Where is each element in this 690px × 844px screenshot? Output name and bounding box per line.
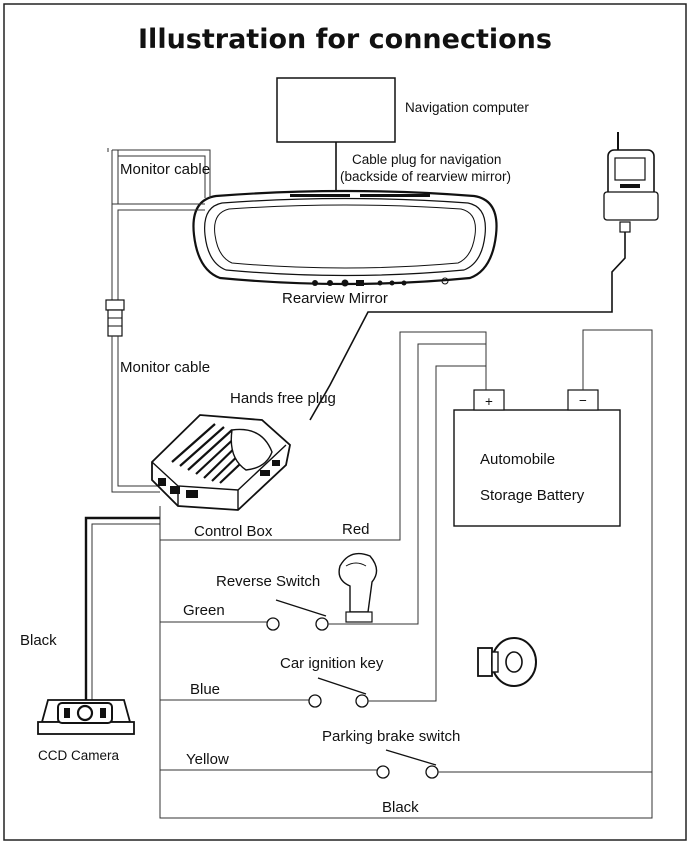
ignition-switch-arm: [317, 677, 367, 695]
black-ground-wire: [159, 329, 653, 819]
navigation-computer-box: [276, 77, 396, 143]
hands-free-cable: [309, 232, 626, 421]
parking-brake-switch-label: Parking brake switch: [322, 728, 460, 745]
monitor-cable: [105, 148, 211, 493]
ignition-contact-2: [355, 694, 369, 708]
camera-cable: [84, 516, 160, 700]
hands-free-plug-label: Hands free plug: [230, 390, 336, 407]
control-box-label: Control Box: [194, 523, 273, 540]
ignition-key-icon: [477, 637, 537, 687]
battery-label-2: Storage Battery: [480, 487, 585, 504]
battery-label-1: Automobile: [480, 451, 555, 468]
diagram-title: Illustration for connections: [138, 24, 552, 55]
battery-minus: −: [579, 393, 587, 408]
battery-plus: +: [485, 394, 493, 409]
black-left-label: Black: [20, 632, 57, 649]
frame-border: [3, 3, 687, 841]
blue-wire-label: Blue: [190, 681, 220, 698]
control-box: [151, 414, 291, 511]
green-wire-label: Green: [183, 602, 225, 619]
cable-plug-label-2: (backside of rearview mirror): [340, 169, 511, 184]
automobile-battery: + −: [453, 389, 621, 527]
red-wire-label: Red: [342, 521, 370, 538]
reverse-switch-contact-1: [266, 617, 280, 631]
monitor-cable-label-mid: Monitor cable: [120, 359, 210, 376]
yellow-wire-label: Yellow: [186, 751, 229, 768]
mobile-phone: [603, 132, 659, 233]
ignition-contact-1: [308, 694, 322, 708]
monitor-cable-label-top: Monitor cable: [120, 161, 210, 178]
black-bottom-label: Black: [382, 799, 419, 816]
rearview-mirror-label: Rearview Mirror: [282, 290, 388, 307]
ccd-camera-label: CCD Camera: [38, 748, 120, 763]
rearview-mirror: [192, 189, 498, 287]
navigation-computer-label: Navigation computer: [405, 100, 529, 115]
gear-shifter-icon: [338, 552, 378, 623]
cable-plug-label-1: Cable plug for navigation: [352, 152, 501, 167]
reverse-switch-arm: [275, 599, 327, 617]
ccd-camera-icon: [37, 699, 135, 735]
reverse-switch-label: Reverse Switch: [216, 573, 320, 590]
parking-brake-contact-1: [376, 765, 390, 779]
parking-brake-arm: [385, 749, 437, 766]
parking-brake-contact-2: [425, 765, 439, 779]
car-ignition-key-label: Car ignition key: [280, 655, 384, 672]
reverse-switch-contact-2: [315, 617, 329, 631]
